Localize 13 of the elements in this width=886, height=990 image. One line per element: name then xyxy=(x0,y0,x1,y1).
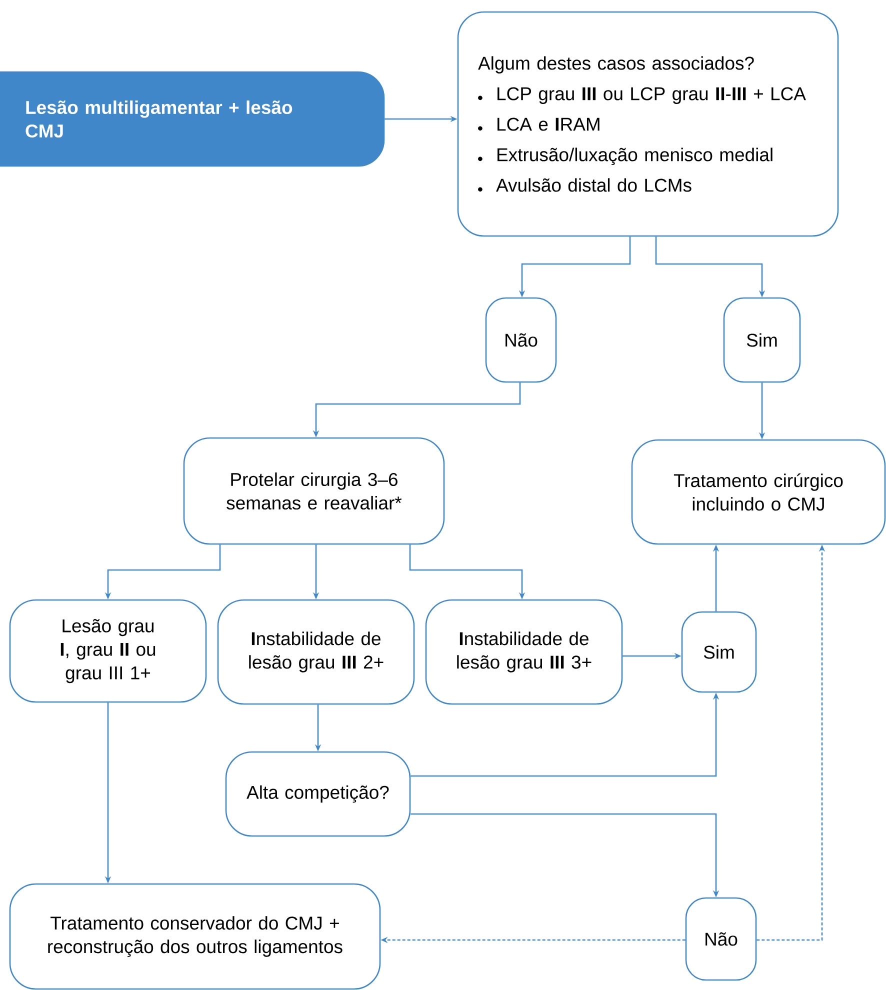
process-box: Instabilidade de lesão grau III 2+ xyxy=(217,599,415,705)
process-box: Alta competição? xyxy=(225,751,411,837)
start-box: Lesão multiligamentar + lesão CMJ xyxy=(0,71,385,167)
answer-box: Sim xyxy=(723,297,801,383)
answer-box: Não xyxy=(685,897,757,981)
process-box: Protelar cirurgia 3–6 semanas e reavaliar* xyxy=(183,437,445,545)
process-box: Lesão grau I, grau II ou grau III 1+ xyxy=(9,599,207,703)
answer-box: Sim xyxy=(681,611,757,693)
answer-box: Não xyxy=(485,297,557,383)
process-box: Tratamento cirúrgico incluindo o CMJ xyxy=(631,439,886,545)
question-box: Algum destes casos associados? LCP grau III ou LCP grau II-III + LCA LCA e IRAM Extrusão/luxação menisco medial Avulsão distal do LCMs xyxy=(457,11,839,237)
process-box: Instabilidade de lesão grau III 3+ xyxy=(425,599,623,705)
process-box: Tratamento conservador do CMJ + reconstrução dos outros ligamentos xyxy=(9,883,381,990)
